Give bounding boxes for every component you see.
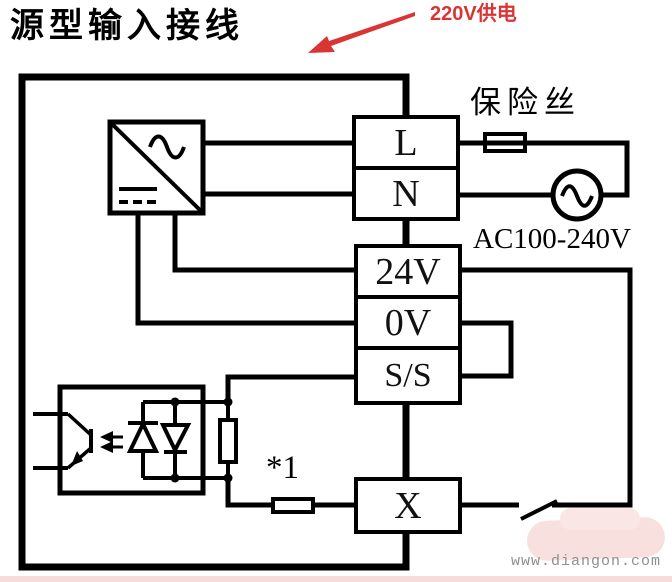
ac-source-icon xyxy=(550,168,604,222)
psu-converter-icon xyxy=(107,119,206,216)
jumper-link xyxy=(459,320,514,379)
led-diode-icons xyxy=(126,400,228,480)
terminal-box-0v xyxy=(354,295,462,350)
terminal-label-n: N xyxy=(392,172,420,215)
terminal-box-24v xyxy=(354,244,462,299)
watermark-text: www.diangon.com xyxy=(511,553,662,570)
terminal-box-ss xyxy=(354,346,462,405)
red-arrow-icon xyxy=(308,12,415,53)
series-resistor-icon xyxy=(225,478,356,514)
switch-icon xyxy=(520,499,558,521)
internal-wires xyxy=(135,140,356,402)
terminal-label-ss: S/S xyxy=(384,356,432,394)
ac-range-label: AC100-240V xyxy=(473,223,631,255)
power-note-label: 220V供电 xyxy=(430,3,517,25)
phototransistor-icon xyxy=(33,412,93,470)
terminal-label-0v: 0V xyxy=(384,301,432,344)
terminal-label-x: X xyxy=(394,484,422,527)
light-arrows-icon xyxy=(100,431,123,453)
terminal-boxes xyxy=(352,115,462,534)
resistor-note-label: *1 xyxy=(266,450,299,486)
bottom-tint-band xyxy=(0,576,672,582)
terminal-label-l: L xyxy=(394,121,418,164)
terminal-box-x xyxy=(354,477,462,534)
input-loop-wires xyxy=(459,267,633,508)
terminal-label-24v: 24V xyxy=(375,250,441,293)
ac-supply-wires xyxy=(458,140,630,198)
pullup-resistor-icon xyxy=(218,402,238,478)
fuse-label: 保险丝 xyxy=(470,85,581,120)
terminal-box-n xyxy=(352,166,460,221)
optocoupler-icon xyxy=(33,384,238,496)
fuse-icon xyxy=(483,132,527,153)
terminal-box-l xyxy=(352,115,460,170)
diagram-title: 源型输入接线 xyxy=(10,8,244,45)
watermark-blob-small xyxy=(560,508,640,530)
